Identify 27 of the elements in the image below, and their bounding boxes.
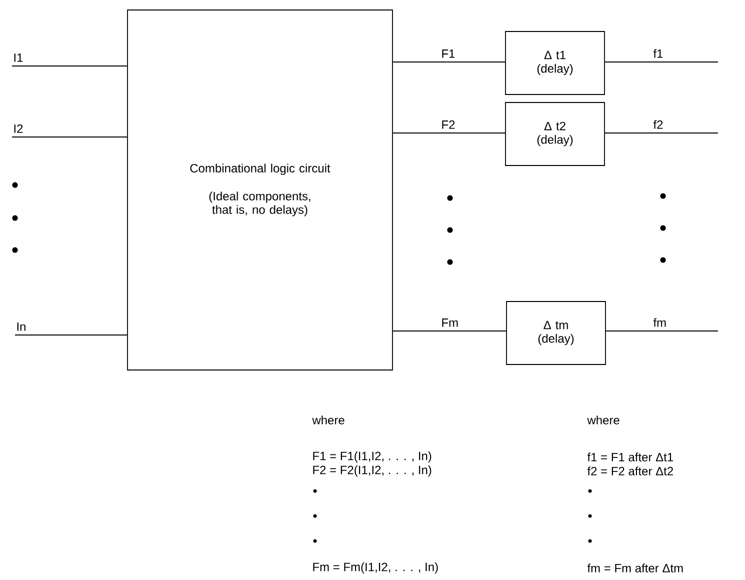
edge-label: I1 bbox=[14, 54, 23, 62]
signal-line bbox=[14, 334, 128, 336]
equation-text: f1 = F1 after Δt1 bbox=[587, 452, 673, 462]
equation-text: F1 = F1(I1,I2, . . . , In) bbox=[313, 451, 432, 463]
delay-box: Δ t2 (delay) bbox=[505, 102, 605, 166]
edge-label: F1 bbox=[442, 50, 455, 58]
equation-text: F2 = F2(I1,I2, . . . , In) bbox=[313, 465, 432, 477]
circuit-box: Combinational logic circuit (Ideal components, that is, no delays) bbox=[127, 10, 393, 370]
signal-line bbox=[392, 132, 506, 134]
edge-label: f2 bbox=[653, 120, 663, 129]
equation-text: f2 = F2 after Δt2 bbox=[587, 466, 673, 476]
edge-label: I2 bbox=[14, 124, 23, 133]
edge-label: F2 bbox=[442, 120, 455, 129]
edge-label: f1 bbox=[653, 49, 663, 58]
edge-label: Fm bbox=[442, 318, 458, 327]
where-label: where bbox=[587, 416, 620, 424]
delay-box: Δ t1 (delay) bbox=[505, 31, 605, 95]
edge-label: fm bbox=[653, 318, 666, 327]
equation-text: fm = Fm after Δtm bbox=[587, 564, 683, 572]
delay-box: Δ tm (delay) bbox=[506, 301, 606, 365]
edge-label: In bbox=[17, 322, 26, 331]
signal-line bbox=[606, 330, 718, 332]
signal-line bbox=[12, 136, 128, 138]
where-label: where bbox=[312, 416, 344, 424]
equation-text: Fm = Fm(I1,I2, . . . , In) bbox=[313, 562, 438, 574]
signal-line bbox=[392, 330, 506, 332]
signal-line bbox=[604, 132, 718, 134]
